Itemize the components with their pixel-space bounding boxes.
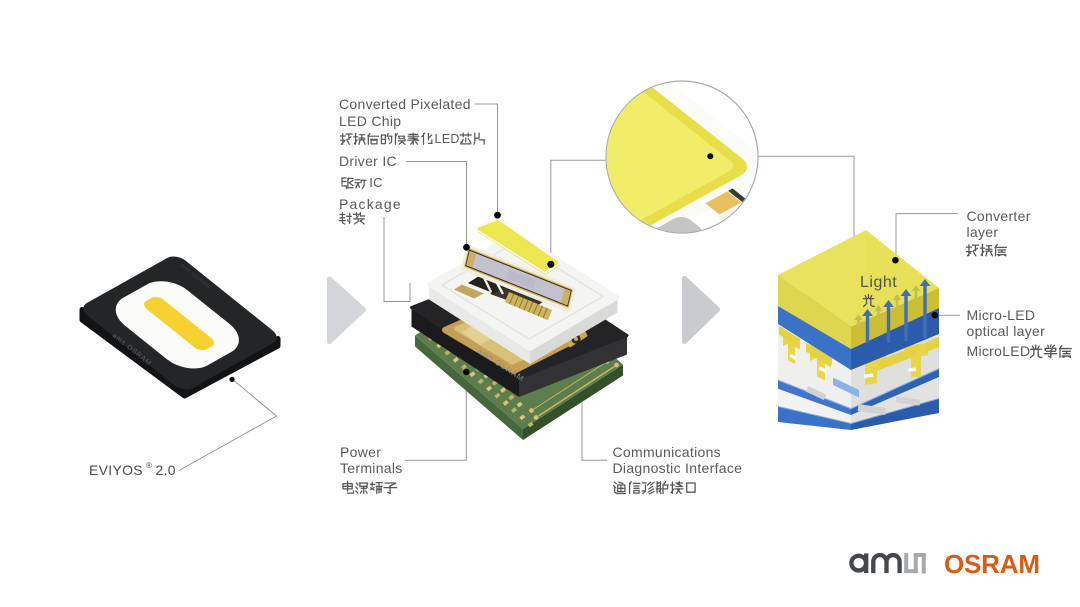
svg-text:LED Chip: LED Chip — [339, 113, 401, 129]
svg-text:Package: Package — [339, 196, 402, 212]
svg-text:®: ® — [146, 461, 152, 470]
svg-text:LED: LED — [435, 132, 460, 146]
svg-text:MicroLED: MicroLED — [967, 343, 1031, 359]
svg-text:Power: Power — [340, 444, 381, 460]
svg-text:OSRAM: OSRAM — [944, 549, 1040, 579]
svg-text:Micro-LED: Micro-LED — [967, 307, 1036, 323]
svg-text:optical layer: optical layer — [967, 323, 1046, 339]
svg-text:IC: IC — [369, 175, 383, 190]
svg-text:Terminals: Terminals — [340, 460, 403, 476]
svg-text:Converter: Converter — [967, 208, 1031, 224]
svg-text:2.0: 2.0 — [156, 462, 176, 478]
svg-text:layer: layer — [967, 224, 999, 240]
svg-text:Diagnostic Interface: Diagnostic Interface — [613, 460, 743, 476]
svg-text:Converted Pixelated: Converted Pixelated — [339, 96, 471, 112]
svg-text:Light: Light — [860, 274, 897, 291]
svg-text:EVIYOS: EVIYOS — [89, 462, 143, 478]
svg-text:Communications: Communications — [613, 444, 721, 460]
svg-text:Driver IC: Driver IC — [339, 153, 397, 169]
